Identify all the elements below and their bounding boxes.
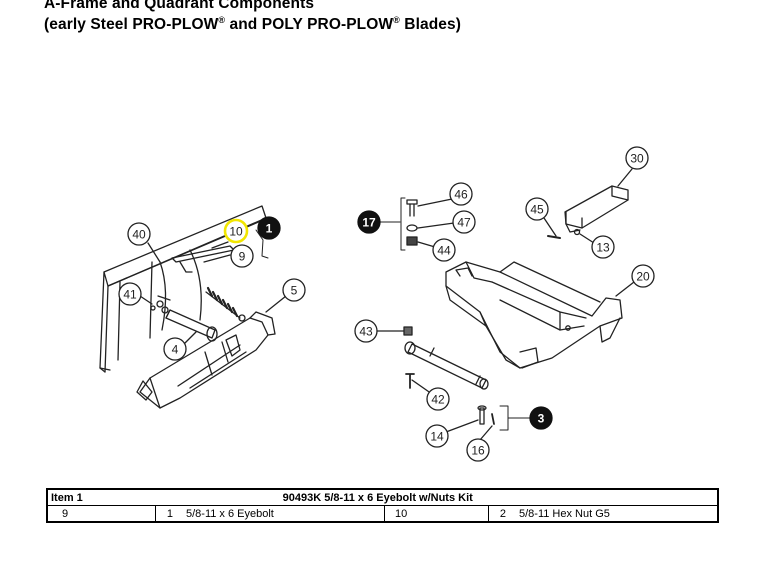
callout-45: 45 xyxy=(525,197,561,239)
callout-10-highlighted: 10 xyxy=(211,218,249,249)
svg-text:5: 5 xyxy=(291,284,298,298)
title-text-b: and POLY PRO-PLOW xyxy=(225,16,394,34)
callout-3: 3 xyxy=(507,406,553,430)
page-title-line-2: (early Steel PRO-PLOW® and POLY PRO-PLOW… xyxy=(44,15,461,34)
row-item-2: 10 xyxy=(384,505,489,523)
svg-text:46: 46 xyxy=(454,188,468,202)
callout-5: 5 xyxy=(265,278,306,313)
svg-text:41: 41 xyxy=(123,288,137,302)
callout-1: 1 xyxy=(255,216,281,259)
callout-42: 42 xyxy=(405,373,450,411)
kit-table: Item 1 90493K 5/8-11 x 6 Eyebolt w/Nuts … xyxy=(46,488,719,523)
svg-text:30: 30 xyxy=(630,152,644,166)
callout-40: 40 xyxy=(127,222,161,263)
svg-text:13: 13 xyxy=(596,241,610,255)
callout-30: 30 xyxy=(617,146,649,187)
registered-mark: ® xyxy=(218,15,226,25)
svg-text:1: 1 xyxy=(266,222,273,236)
callout-20: 20 xyxy=(615,264,655,297)
callout-9: 9 xyxy=(203,244,254,268)
callout-13: 13 xyxy=(573,228,615,259)
eyebolt-nut-group-17 xyxy=(400,197,418,251)
pin-and-clip xyxy=(477,405,509,431)
callout-14: 14 xyxy=(425,419,479,448)
callout-4: 4 xyxy=(163,331,197,361)
callout-46: 46 xyxy=(417,182,473,207)
callout-16: 16 xyxy=(466,425,493,462)
svg-text:45: 45 xyxy=(530,203,544,217)
svg-text:47: 47 xyxy=(457,216,471,230)
svg-text:3: 3 xyxy=(538,412,545,426)
svg-text:42: 42 xyxy=(431,393,445,407)
row-qty: 1 xyxy=(155,505,176,523)
page-title-line-1: A-Frame and Quadrant Components xyxy=(44,0,315,12)
svg-text:20: 20 xyxy=(636,270,650,284)
cylinder-left xyxy=(161,306,218,342)
title-text-a: (early Steel PRO-PLOW xyxy=(44,16,219,34)
spring-eyebolt xyxy=(150,245,246,322)
a-frame-left xyxy=(136,311,276,409)
callout-17: 17 xyxy=(357,210,401,234)
svg-text:40: 40 xyxy=(132,228,146,242)
quadrant-bracket xyxy=(564,185,629,233)
svg-text:9: 9 xyxy=(239,250,246,264)
hydraulic-cylinder xyxy=(404,341,489,390)
kit-title: 90493K 5/8-11 x 6 Eyebolt w/Nuts Kit xyxy=(155,488,719,506)
kit-table-header: Item 1 90493K 5/8-11 x 6 Eyebolt w/Nuts … xyxy=(46,488,719,506)
title-text-c: Blades) xyxy=(399,16,461,34)
svg-text:44: 44 xyxy=(437,244,451,258)
a-frame-right xyxy=(445,261,623,369)
callout-41: 41 xyxy=(118,282,153,306)
callout-43: 43 xyxy=(354,319,413,343)
item-label: Item 1 xyxy=(46,488,156,506)
row-item: 9 xyxy=(46,505,156,523)
row-desc: 5/8-11 x 6 Eyebolt xyxy=(176,505,385,523)
svg-text:17: 17 xyxy=(362,216,376,230)
callout-47: 47 xyxy=(417,210,476,234)
svg-text:4: 4 xyxy=(172,343,179,357)
table-row: 9 1 5/8-11 x 6 Eyebolt 10 2 5/8-11 Hex N… xyxy=(46,505,719,523)
svg-text:14: 14 xyxy=(430,430,444,444)
row-qty-2: 2 xyxy=(488,505,509,523)
registered-mark: ® xyxy=(393,15,400,25)
row-desc-2: 5/8-11 Hex Nut G5 xyxy=(509,505,719,523)
svg-text:43: 43 xyxy=(359,325,373,339)
svg-text:16: 16 xyxy=(471,444,485,458)
svg-text:10: 10 xyxy=(229,225,243,239)
callout-44: 44 xyxy=(417,238,456,262)
